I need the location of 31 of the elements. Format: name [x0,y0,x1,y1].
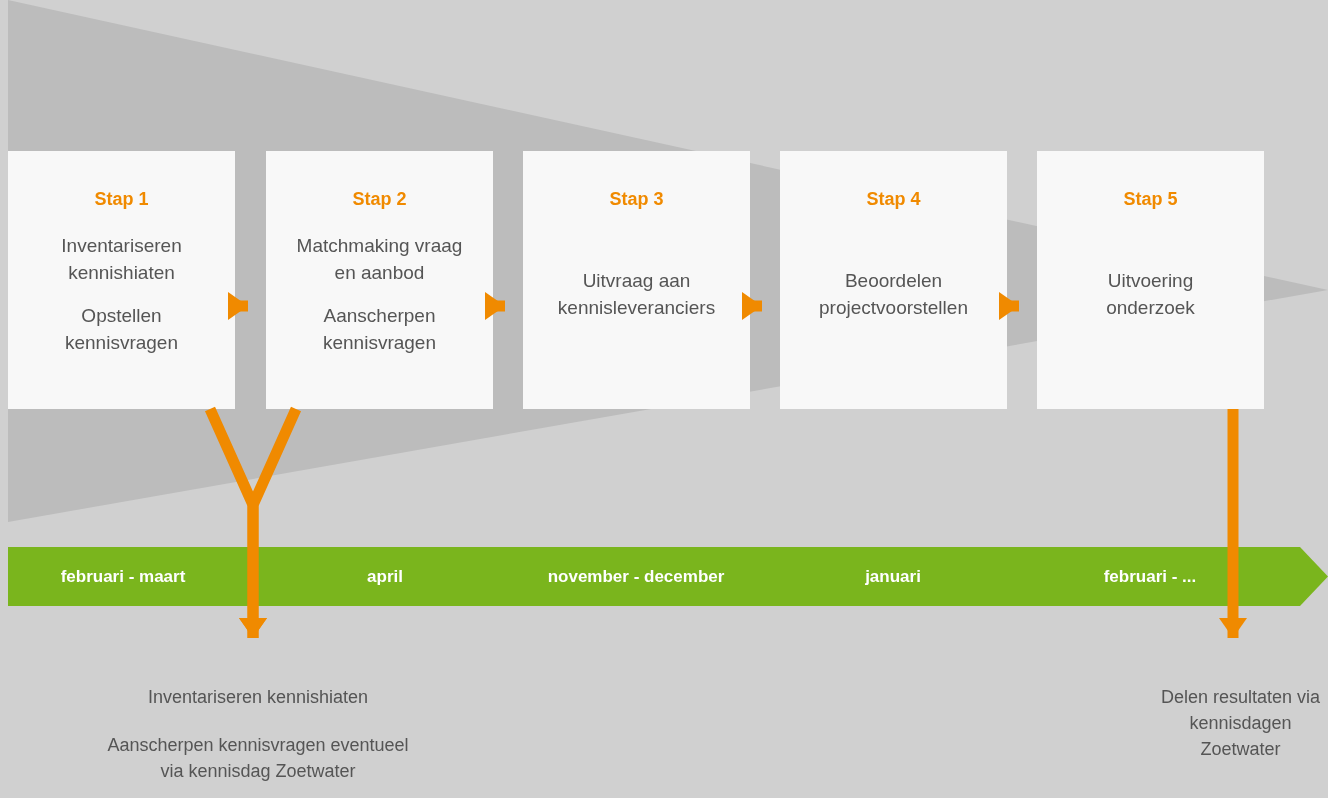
step-heading: Stap 5 [1123,189,1178,210]
step-text: Beoordelen projectvoorstellen [818,268,969,320]
arrow [742,292,762,320]
step-box [8,151,235,409]
note-text: Delen resultaten via kennisdagen Zoetwater [1159,686,1322,761]
period-label: november - december [547,566,725,588]
step-box [780,151,1007,409]
step-heading: Stap 2 [352,189,407,210]
step-heading: Stap 4 [866,189,921,210]
arrow [1219,409,1247,638]
arrow [485,292,505,320]
step-heading: Stap 1 [94,189,149,210]
arrow [239,406,301,638]
step-text: Matchmaking vraag en aanbod [295,233,464,285]
arrow [228,292,248,320]
step-text: Uitvoering onderzoek [1105,268,1196,320]
period-label: april [367,566,403,588]
step-text: Opstellen kennisvragen [64,303,179,355]
note-text: Aanscherpen kennisvragen eventueel via kennisdag Zoetwater [106,734,410,783]
note-text: Inventariseren kennishiaten [146,686,370,709]
step-heading: Stap 3 [609,189,664,210]
period-label: februari - maart [60,566,186,588]
step-box [266,151,493,409]
step-text: Inventariseren kennishiaten [60,233,183,285]
step-text: Aanscherpen kennisvragen [322,303,437,355]
step-box [1037,151,1264,409]
period-label: februari - ... [1103,566,1197,588]
arrow [999,292,1019,320]
period-label: januari [865,566,921,588]
step-box [523,151,750,409]
step-text: Uitvraag aan kennisleveranciers [556,268,717,320]
